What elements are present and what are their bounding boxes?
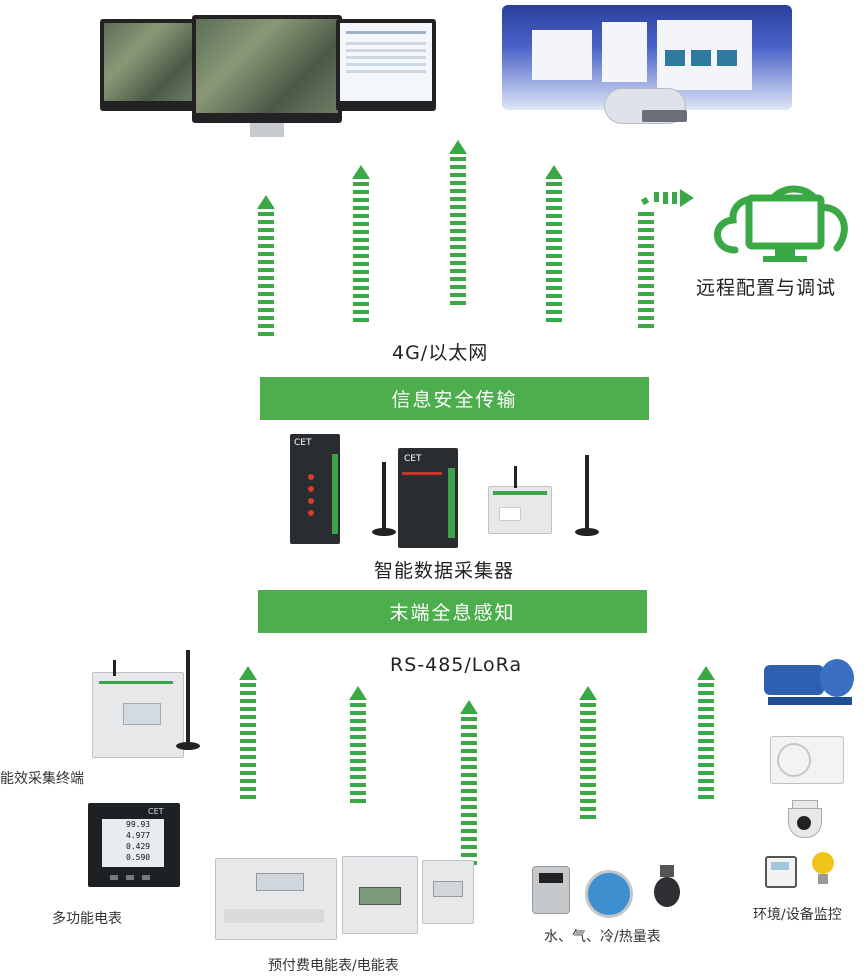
- collector-device: [488, 486, 552, 534]
- antenna-base: [575, 528, 599, 536]
- pump-icon: [764, 655, 856, 713]
- terminal-sensing-banner: 末端全息感知: [258, 590, 647, 633]
- remote-config-label: 远程配置与调试: [696, 277, 837, 299]
- up-arrow: [697, 666, 715, 803]
- server-icon: [642, 110, 687, 122]
- antenna-icon: [585, 455, 589, 535]
- up-arrow: [638, 212, 654, 332]
- gas-meter-icon: [532, 866, 570, 914]
- energy-terminal-label: 能效采集终端: [0, 771, 84, 787]
- up-arrow: [239, 666, 257, 803]
- monitor-stand: [250, 123, 284, 137]
- cloud-monitor-icon: [714, 185, 848, 262]
- bus-label: RS-485/LoRa: [390, 654, 523, 676]
- prepaid-meter-device: [342, 856, 418, 934]
- energy-terminal-device: [92, 672, 184, 758]
- table-screen: [340, 23, 432, 101]
- monitor-left: [100, 19, 200, 111]
- up-arrow: [352, 165, 370, 326]
- env-monitor-label: 环境/设备监控: [753, 907, 842, 923]
- water-meter-icon: [585, 870, 633, 918]
- meter-value: 4.977: [126, 831, 151, 840]
- up-arrow: [449, 140, 467, 309]
- antenna-icon: [514, 466, 517, 488]
- prepaid-meter-label: 预付费电能表/电能表: [268, 958, 399, 974]
- monitoring-screens: [100, 15, 440, 140]
- up-arrow: [349, 686, 367, 807]
- up-arrow: [579, 686, 597, 823]
- antenna-icon: [113, 660, 116, 676]
- bulb-icon: [812, 852, 834, 888]
- meter-value: 0.429: [126, 842, 151, 851]
- monitor-center: [192, 15, 342, 123]
- dashboard-panel: [657, 20, 752, 90]
- utility-meters-label: 水、气、冷/热量表: [544, 929, 661, 945]
- dashboard-panorama: [492, 0, 802, 128]
- up-arrow: [545, 165, 563, 326]
- brand-label: CET: [148, 807, 164, 816]
- monitor-right: [336, 19, 436, 111]
- prepaid-meter-device: [422, 860, 474, 924]
- collector-device: CET: [290, 434, 340, 544]
- up-arrow: [460, 700, 478, 869]
- collector-device: CET: [398, 448, 458, 548]
- antenna-base: [372, 528, 396, 536]
- brand-label: CET: [404, 454, 422, 464]
- map-screen: [104, 23, 196, 101]
- camera-icon: [784, 800, 824, 840]
- meter-value: 0.590: [126, 853, 151, 862]
- dashboard-panel: [602, 22, 647, 82]
- collector-label: 智能数据采集器: [374, 560, 515, 582]
- meter-display: 99.93 4.977 0.429 0.590: [102, 819, 164, 867]
- air-conditioner-icon: [770, 736, 844, 784]
- multifunction-meter-device: CET 99.93 4.977 0.429 0.590: [88, 803, 180, 887]
- antenna-icon: [382, 462, 386, 532]
- meter-value: 99.93: [126, 820, 151, 829]
- prepaid-meter-device: [215, 858, 337, 940]
- network-label: 4G/以太网: [392, 342, 489, 364]
- antenna-icon: [186, 650, 190, 746]
- secure-transfer-banner: 信息安全传输: [260, 377, 649, 420]
- flow-meter-icon: [650, 865, 684, 915]
- map-screen: [196, 19, 338, 113]
- brand-label: CET: [294, 438, 312, 448]
- up-arrow: [257, 195, 275, 340]
- right-arrow: [640, 189, 694, 207]
- antenna-base: [176, 742, 200, 750]
- multifunction-meter-label: 多功能电表: [52, 911, 122, 927]
- sensor-icon: [765, 856, 797, 888]
- dashboard-panel: [532, 30, 592, 80]
